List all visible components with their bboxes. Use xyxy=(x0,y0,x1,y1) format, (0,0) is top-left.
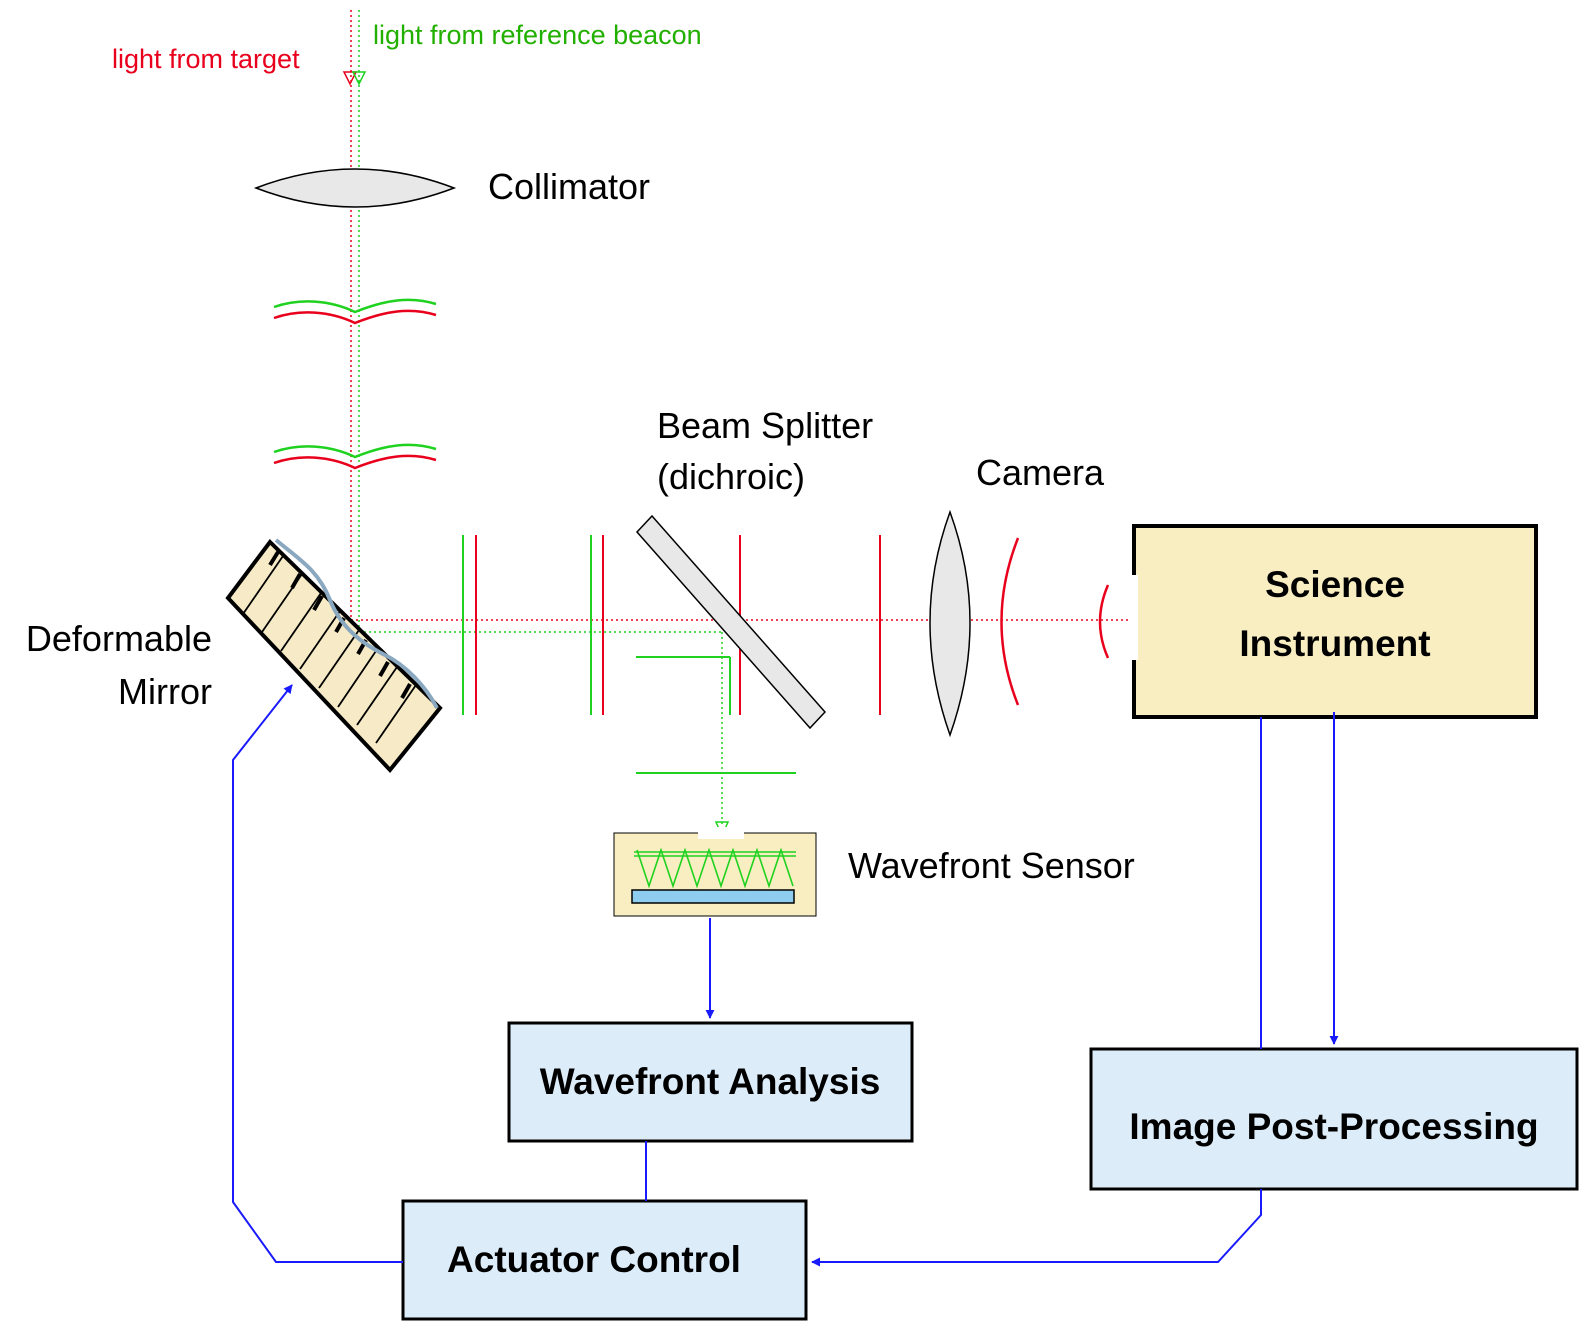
dichroic-label: (dichroic) xyxy=(657,456,805,497)
wavefront-sensor xyxy=(613,827,817,917)
aberrated-wavefronts xyxy=(273,298,437,470)
wavefront-analysis-label: Wavefront Analysis xyxy=(540,1061,881,1102)
wavefront-sensor-label: Wavefront Sensor xyxy=(848,845,1135,886)
camera-lens xyxy=(929,509,971,738)
science-label: Science xyxy=(1265,564,1405,605)
collimator-lens xyxy=(253,168,457,208)
mirror-surface xyxy=(274,538,439,709)
wavefront-analysis-box xyxy=(507,1021,914,1143)
instrument-label: Instrument xyxy=(1239,623,1430,664)
target-arrowhead xyxy=(342,71,358,86)
image-post-processing-box xyxy=(1089,1047,1579,1191)
mirror-label: Mirror xyxy=(118,671,212,712)
collimator-label: Collimator xyxy=(488,166,650,207)
beam-splitter-label: Beam Splitter xyxy=(657,405,873,446)
actuator-control-label: Actuator Control xyxy=(447,1239,741,1280)
light-from-target-label: light from target xyxy=(112,44,300,74)
deformable-label: Deformable xyxy=(26,618,212,659)
beam-splitter xyxy=(635,514,827,730)
light-from-beacon-label: light from reference beacon xyxy=(373,20,702,50)
actuator-control-box xyxy=(401,1199,808,1321)
beacon-arrowhead xyxy=(351,71,367,86)
image-post-processing-label: Image Post-Processing xyxy=(1129,1106,1538,1147)
science-instrument-box xyxy=(1130,524,1538,719)
camera-label: Camera xyxy=(976,452,1105,493)
focusing-wavefronts xyxy=(1000,537,1110,706)
control-signal-lines xyxy=(232,684,1339,1267)
deformable-mirror xyxy=(225,538,443,774)
